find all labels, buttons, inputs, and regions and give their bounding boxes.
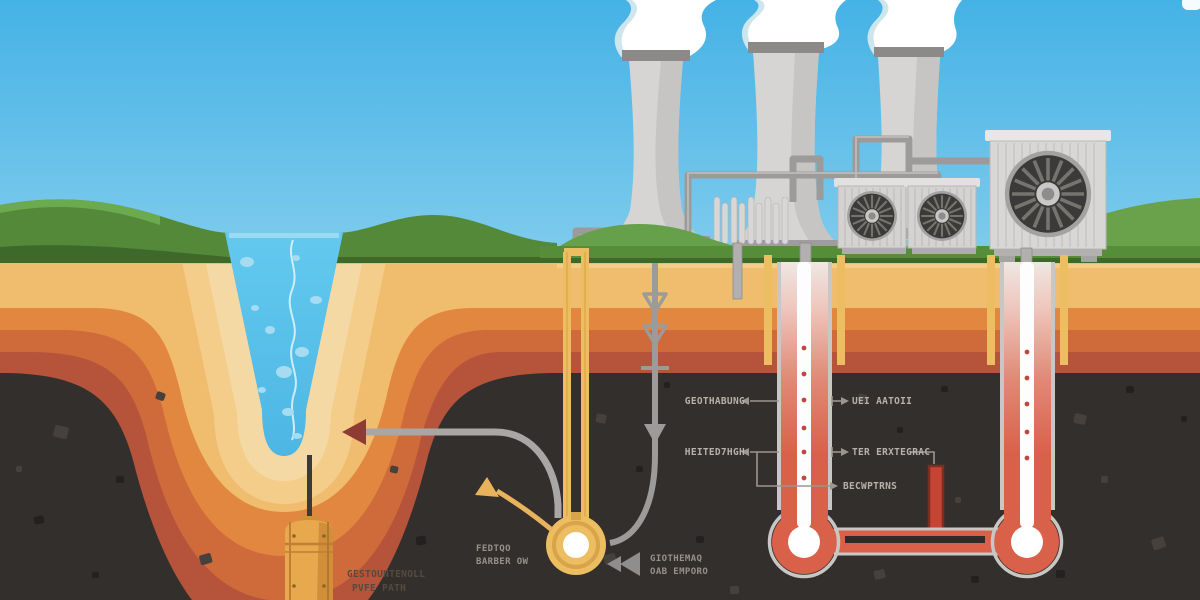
basin-return-pipe [342,419,562,532]
leader-arrow-icon [741,397,749,405]
chevron-down-outline-icon [642,292,668,314]
sun-glare [1182,0,1200,10]
borehole-probe-left [764,255,845,579]
ground-loop-pipe [546,248,606,575]
pump-label-line2: PVFE PATH [352,583,406,594]
flow-arrow-down-icon [644,424,666,444]
leader-arrow-icon [841,448,849,456]
gold-arrow-icon [475,477,499,497]
water-stones [240,255,322,439]
borehole-right-label-mid: TER ERXTEGRAC [852,447,930,458]
gold-flow-arc [495,488,554,532]
chevron-down-outline-icon [642,324,668,346]
coil-right-label-line1: GIOTHEMAQ [650,554,703,564]
coil-right-label-line2: OAB EMPORO [650,567,708,577]
pipe-manifold [713,196,789,245]
stream-line [288,239,297,441]
borehole-right-label-bottom: BECWPTRNS [843,481,897,492]
bedrock-speckles [16,382,1187,594]
rewind-icon [607,552,640,576]
borehole-probe-right [987,255,1068,579]
diagram-labels: GEOTHABUNG HEITED7HGH UEI AATOII TER ERX… [347,396,930,594]
borehole-left-label-top: GEOTHABUNG [685,396,745,407]
fan-unit-small-1 [834,178,910,254]
leader-arrow-icon [830,482,838,490]
downhole-pump [285,455,333,600]
surface-piping-highlight [687,136,938,243]
water-basin [225,233,343,456]
leader-arrow-icon [841,397,849,405]
coil-left-label-line2: BARBER OW [476,557,529,567]
borehole-right-label-top: UEI AATOII [852,396,912,407]
label-leaders [750,396,935,487]
red-branch-pipe [927,464,945,536]
fan-unit-small-2 [904,178,980,254]
injection-pipe [609,263,669,546]
borehole-connector [820,464,1014,556]
injection-arrow-icon [342,419,366,445]
coil-left-label-line1: FEDTQO [476,544,511,554]
pump-label-line1: GESTOUNTENOLL [347,569,425,580]
fan-unit-large [985,130,1111,262]
borehole-left-label-bottom: HEITED7HGH [685,447,745,458]
grass [0,199,1200,264]
steam-plumes [614,0,962,57]
leader-arrow-icon [741,448,749,456]
label-leader-arrows [741,397,849,490]
